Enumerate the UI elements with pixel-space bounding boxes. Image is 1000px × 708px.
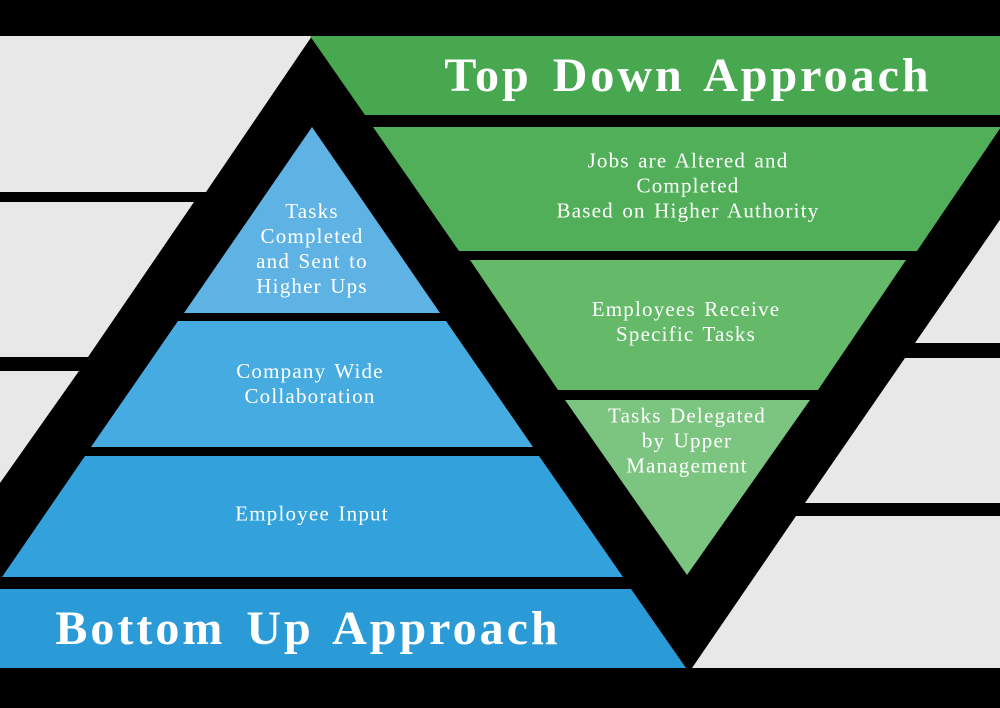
top-down-tip-label: Tasks Delegated by Upper Management [608, 403, 766, 478]
bottom-up-level-3-label: Employee Input [235, 501, 389, 526]
top-down-level-3-label: Employees Receive Specific Tasks [591, 297, 781, 346]
bottom-up-top-label: Tasks Completed and Sent to Higher Ups [256, 199, 368, 298]
backdrop-left-band-1 [0, 36, 312, 192]
bottom-up-level-2-label: Company Wide Collaboration [236, 359, 384, 408]
top-down-level-3 [470, 260, 906, 390]
top-down-title-band [310, 36, 1000, 115]
backdrop-left-band-3 [0, 371, 79, 483]
bottom-up-level-top-triangle [184, 127, 440, 313]
top-down-pyramid [310, 36, 1000, 575]
backdrop-left-band-2 [0, 202, 194, 357]
bottom-up-title: Bottom Up Approach [55, 602, 561, 655]
bottom-up-title-band [0, 589, 686, 668]
top-down-title: Top Down Approach [444, 49, 932, 102]
bottom-up-level-3 [2, 456, 623, 577]
top-down-level-tip-triangle [565, 400, 810, 575]
bottom-up-level-2 [91, 321, 533, 447]
backdrop-left-inverted-pyramid [0, 36, 312, 483]
top-down-level-2 [373, 127, 1000, 251]
backdrop-right-band-1 [915, 219, 1000, 343]
backdrop-right-band-3 [692, 516, 1000, 668]
backdrop-right-band-2 [805, 358, 1000, 503]
backdrop-right-upright-pyramid [692, 219, 1000, 668]
bottom-up-pyramid [0, 127, 686, 668]
top-down-level-2-label: Jobs are Altered and Completed Based on … [556, 148, 820, 223]
